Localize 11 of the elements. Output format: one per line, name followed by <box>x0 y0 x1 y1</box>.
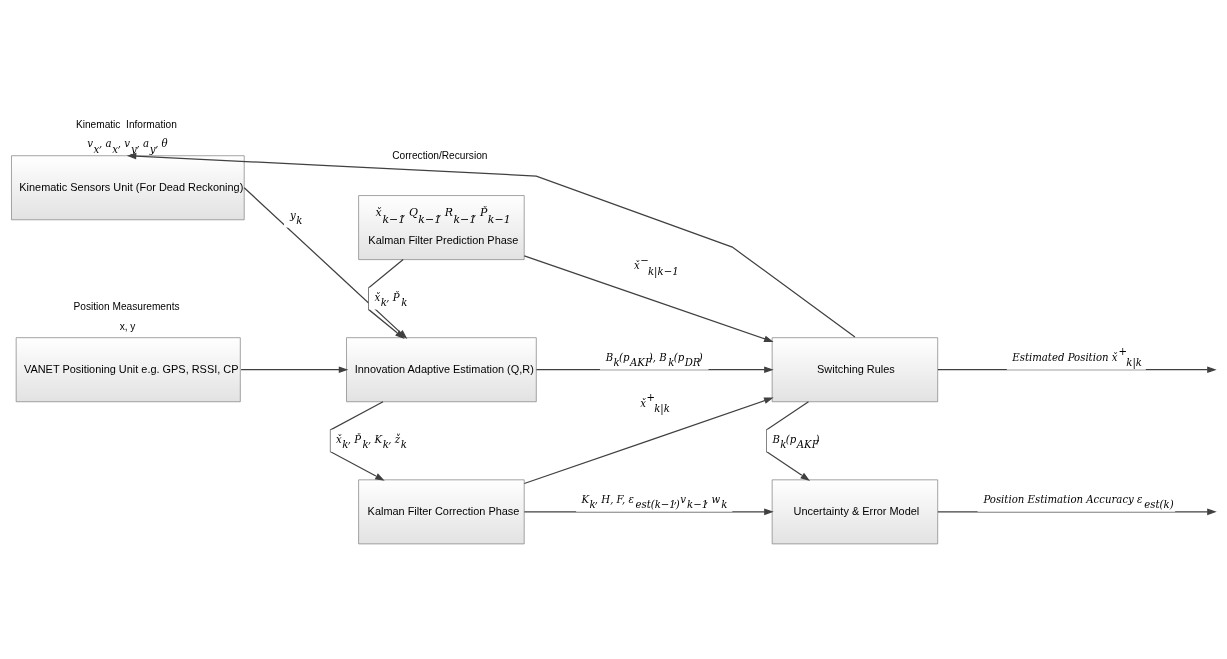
arrow <box>329 401 385 481</box>
arrow <box>766 401 811 481</box>
node-label: Kinematic Information <box>75 118 177 130</box>
node-label: Position Measurements <box>73 300 180 312</box>
arrow <box>368 258 405 339</box>
node-label: x, y <box>119 321 136 333</box>
arrow <box>523 397 774 485</box>
edge-label: Correction/Recursion <box>392 150 488 162</box>
arrow <box>240 366 349 374</box>
arrow <box>523 508 774 516</box>
arrow <box>937 508 1217 516</box>
